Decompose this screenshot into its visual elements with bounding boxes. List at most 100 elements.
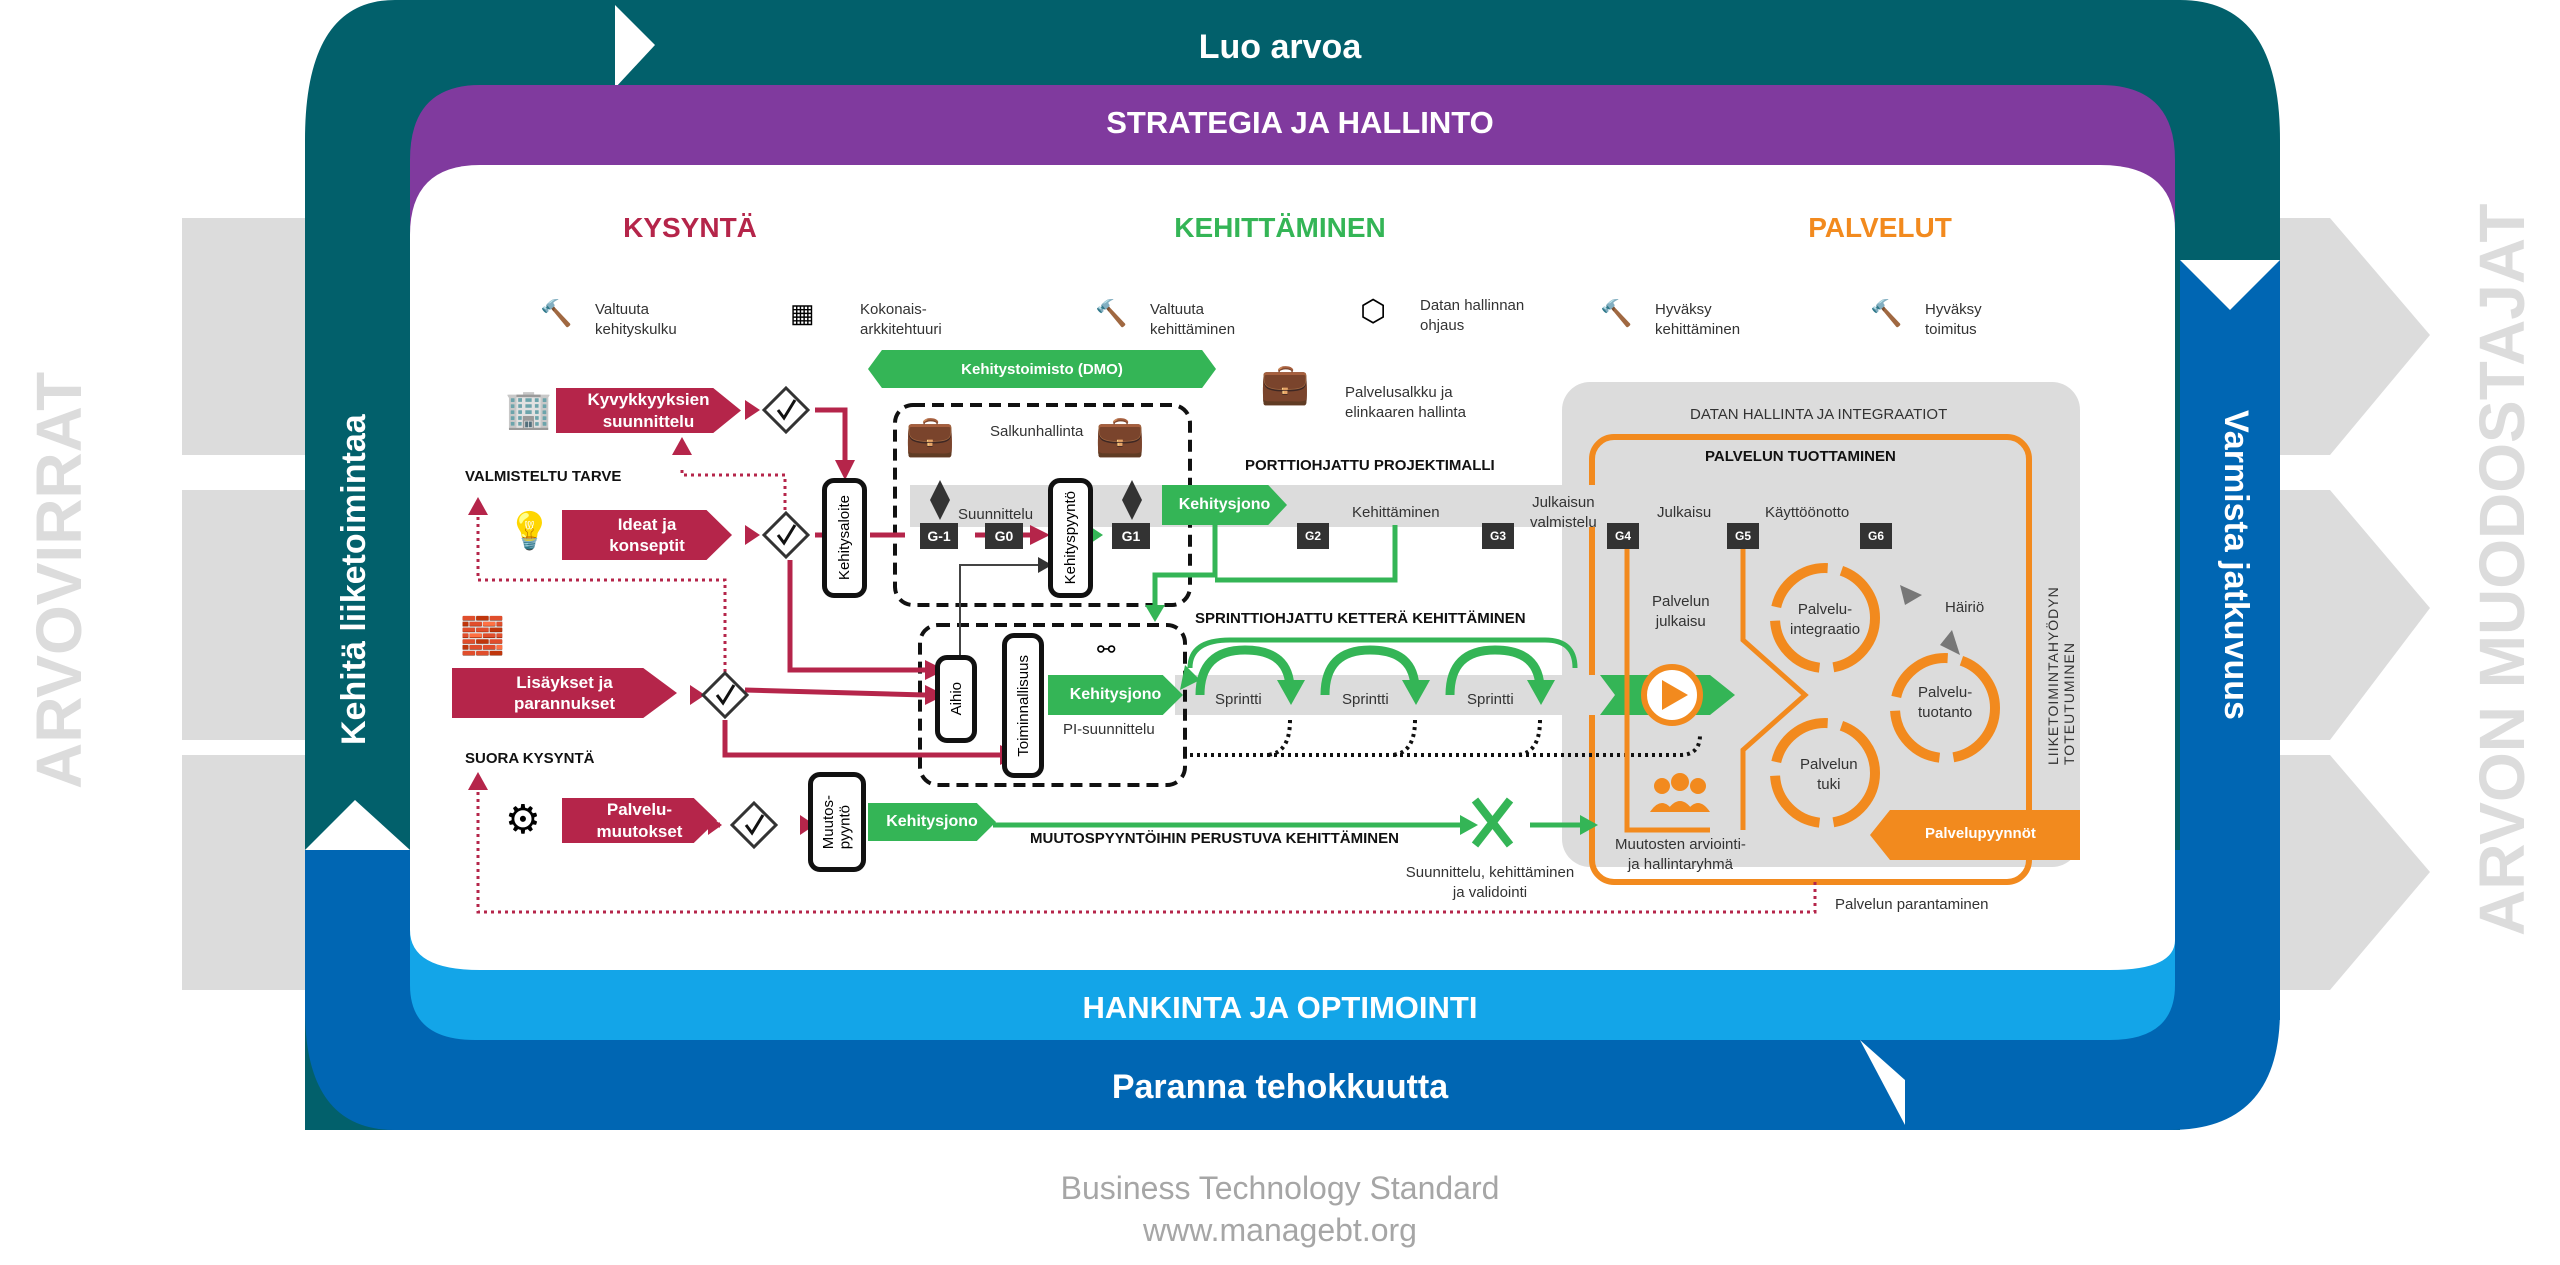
- agile-dashed-box: [918, 623, 1187, 787]
- sprint-label: Sprintti: [1215, 691, 1262, 708]
- blocks-icon: 🧱: [460, 615, 505, 656]
- outer-top-label: Luo arvoa: [1198, 28, 1362, 66]
- section-demand: KYSYNTÄ: [623, 212, 757, 243]
- feature-box: Toiminnallisuus: [1002, 633, 1044, 778]
- production-label: Palvelu-tuotanto: [1918, 684, 1973, 721]
- governance-label: Kokonais-arkkitehtuuri: [860, 301, 942, 338]
- outer-bottom-label: Paranna tehokkuutta: [1111, 1068, 1449, 1106]
- gate-g1: G1: [1112, 523, 1150, 549]
- gate-g3: G3: [1482, 523, 1514, 549]
- outer-ring-blue-right: [2180, 260, 2280, 1020]
- ring-arrow-left: [305, 800, 410, 850]
- epic-box: Aihio: [935, 655, 977, 743]
- layers-icon: ▦: [790, 298, 815, 328]
- direct-demand-label: SUORA KYSYNTÄ: [465, 750, 595, 767]
- procurement-band-label: HANKINTA JA OPTIMOINTI: [1082, 990, 1478, 1025]
- gavel-icon: 🔨: [1600, 298, 1633, 328]
- gate-g4: G4: [1607, 523, 1639, 549]
- integration-label: Palvelu-integraatio: [1790, 601, 1861, 638]
- sprint-label: Sprintti: [1467, 691, 1514, 708]
- improvement-label: Palvelun parantaminen: [1835, 896, 1989, 913]
- briefcase-red-icon: 💼: [905, 414, 955, 458]
- gate-g6: G6: [1860, 523, 1892, 549]
- agile-backlog-chevron: Kehitysjono: [1048, 675, 1183, 715]
- design-tools-icon: [1471, 797, 1514, 848]
- gear-icon: ⚙: [505, 798, 541, 842]
- capability-icon: 🏢: [505, 389, 553, 431]
- production-title: PALVELUN TUOTTAMINEN: [1705, 448, 1896, 465]
- planning-label: Suunnittelu: [958, 506, 1034, 523]
- decision-diamond: [761, 510, 811, 560]
- gavel-icon: 🔨: [1870, 298, 1903, 328]
- gavel-icon: 🔨: [1095, 298, 1128, 328]
- support-cycle: [1770, 718, 1880, 828]
- sprint-label: Sprintti: [1342, 691, 1389, 708]
- gate-g5: G5: [1727, 523, 1759, 549]
- gate-g0: G0: [985, 523, 1023, 549]
- dev-request-box: Kehityspyyntö: [1048, 478, 1093, 598]
- backlog-chevron: Kehitysjono: [1162, 485, 1287, 525]
- integration-cycle: [1770, 563, 1880, 673]
- pi-planning-label: PI-suunnittelu: [1063, 721, 1155, 738]
- gate-model-title: PORTTIOHJATTU PROJEKTIMALLI: [1245, 457, 1495, 474]
- ring-arrow-top: [615, 5, 655, 88]
- section-services: PALVELUT: [1808, 212, 1952, 243]
- decision-diamond: [761, 385, 811, 435]
- production-cycle: [1890, 653, 2000, 763]
- briefcase-blue-icon: 💼: [1260, 362, 1310, 406]
- incident-label: Häiriö: [1945, 599, 1985, 616]
- side-label-right: ARVON MUODOSTAJAT: [2466, 203, 2538, 937]
- outer-left-label: Kehitä liiketoimintaa: [335, 414, 373, 746]
- footer-title: Business Technology Standard: [1060, 1170, 1500, 1206]
- service-requests-label: Palvelupyynnöt: [1925, 825, 2036, 842]
- service-requests-box: [1870, 810, 2080, 860]
- footer-url: www.managebt.org: [1143, 1212, 1417, 1248]
- outer-right-label: Varmista jatkuvuus: [2217, 410, 2255, 720]
- side-label-left: ARVOVIRRAT: [23, 371, 95, 789]
- cab-label: Muutosten arviointi-ja hallintaryhmä: [1615, 836, 1746, 873]
- agile-title: SPRINTTIOHJATTU KETTERÄ KEHITTÄMINEN: [1195, 610, 1526, 627]
- service-changes-box: Palvelu-muutokset: [562, 798, 717, 843]
- change-backlog-chevron: Kehitysjono: [868, 803, 996, 841]
- phase-release: Julkaisu: [1657, 504, 1712, 521]
- ring-arrow-right: [2180, 260, 2280, 310]
- gate-g-1: G-1: [920, 523, 958, 549]
- phase-deploy: Käyttöönotto: [1765, 504, 1850, 521]
- decision-diamond: [700, 670, 750, 720]
- idea-bulb-icon: 💡: [507, 510, 552, 551]
- benefit-label: LIIKETOIMINTAHYÖDYN TOTEUTUMINEN: [2045, 586, 2077, 765]
- gavel-icon: 🔨: [540, 298, 573, 328]
- change-title: MUUTOSPYYNTÖIHIN PERUSTUVA KEHITTÄMINEN: [1030, 830, 1399, 847]
- dmo-banner: Kehitystoimisto (DMO): [868, 350, 1216, 388]
- team-icon: ⚯: [1097, 637, 1116, 662]
- gate-g2: G2: [1297, 523, 1329, 549]
- briefcase-green-icon: 💼: [1095, 414, 1145, 458]
- decision-diamond: [729, 800, 779, 850]
- data-box-icon: ⬡: [1360, 295, 1387, 328]
- section-development: KEHITTÄMINEN: [1174, 212, 1386, 243]
- initiative-box: Kehitysaloite: [822, 478, 867, 598]
- data-integration-label: DATAN HALLINTA JA INTEGRAATIOT: [1690, 406, 1948, 423]
- flow-line: [815, 407, 848, 465]
- strategy-band-label: STRATEGIA JA HALLINTO: [1106, 105, 1494, 140]
- people-icon: [1650, 773, 1710, 812]
- ring-arrow-bottom: [1860, 1040, 1905, 1125]
- phase-development: Kehittäminen: [1352, 504, 1440, 521]
- portfolio-mgmt-label: Salkunhallinta: [990, 423, 1084, 440]
- service-production-box: [1589, 434, 2032, 885]
